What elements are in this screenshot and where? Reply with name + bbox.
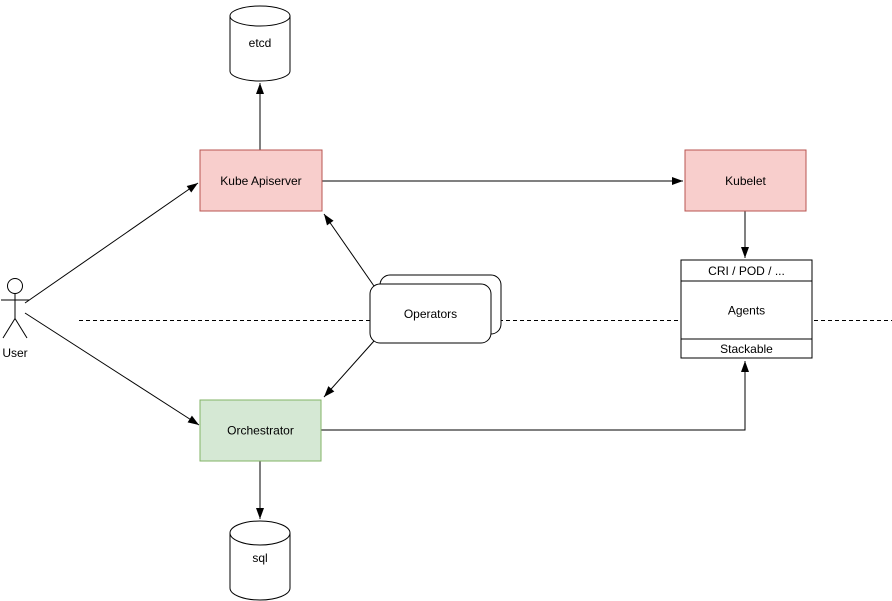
kubelet-node: Kubelet [684, 149, 807, 212]
stackable-label: Stackable [720, 342, 773, 356]
sql-cylinder [229, 520, 291, 601]
operators-label: Operators [404, 307, 457, 321]
kubelet-box [684, 149, 807, 212]
edge-user-to-orchestrator [24, 312, 200, 426]
operators-box-front [369, 283, 492, 344]
sql-label: sql [252, 551, 267, 565]
edge-operators-to-orchestrator [323, 340, 375, 398]
user-actor-leg-right [14, 318, 28, 339]
user-actor-head [7, 278, 23, 294]
kube-apiserver-node: Kube Apiserver [199, 149, 323, 212]
kube-apiserver-box [199, 149, 323, 212]
edge-user-to-kube-apiserver [24, 182, 199, 304]
orchestrator-node: Orchestrator [199, 399, 322, 462]
kubelet-label: Kubelet [725, 174, 766, 188]
user-label: User [2, 346, 27, 360]
edge-operators-to-kube-apiserver [323, 213, 375, 287]
edge-orchestrator-to-stackable [321, 361, 749, 431]
etcd-node: etcd [229, 5, 291, 82]
etcd-cylinder-top-arc [229, 15, 291, 27]
agent-stack-box [680, 259, 813, 359]
agent-stack-node: CRI / POD / ... Agents Stackable [680, 259, 813, 359]
agents-label: Agents [728, 304, 765, 318]
operators-node: Operators [369, 274, 502, 344]
orchestrator-label: Orchestrator [227, 424, 294, 438]
sql-cylinder-top-arc [229, 532, 291, 546]
etcd-label: etcd [249, 36, 272, 50]
orchestrator-box [199, 399, 322, 462]
kube-apiserver-label: Kube Apiserver [220, 174, 301, 188]
user-actor: User [1, 278, 29, 360]
sql-node: sql [229, 520, 291, 601]
user-actor-leg-left [2, 318, 16, 339]
cri-pod-label: CRI / POD / ... [708, 264, 785, 278]
